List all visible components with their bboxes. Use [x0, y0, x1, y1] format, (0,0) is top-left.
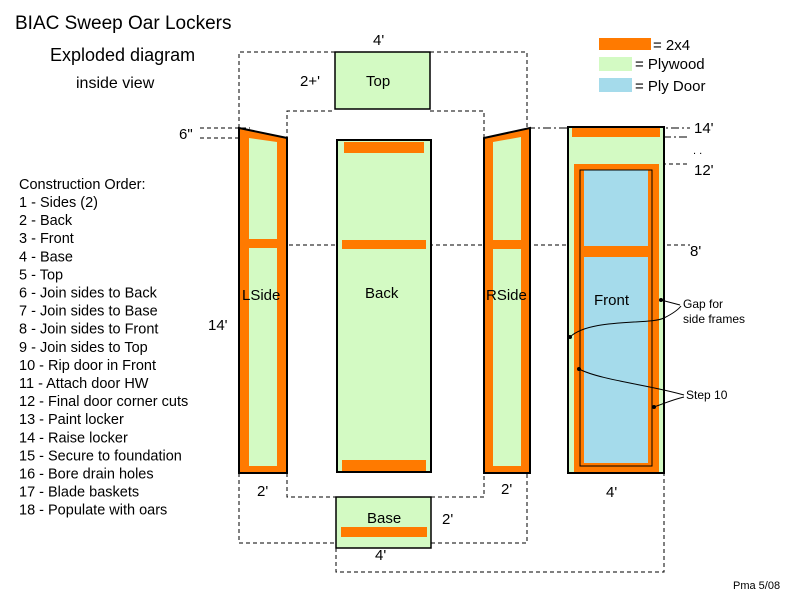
dim-front-8: 8' — [690, 243, 701, 260]
front-panel: Front — [567, 126, 665, 474]
back-panel-label: Back — [365, 285, 399, 302]
step10-annotation: Step 10 — [577, 367, 728, 409]
rside-panel-label: RSide — [486, 287, 527, 304]
construction-step: 9 - Join sides to Top — [19, 340, 148, 356]
legend-label-plywood: = Plywood — [635, 56, 705, 73]
diagram-subtitle: Exploded diagram — [50, 45, 195, 65]
legend: = 2x4 = Plywood = Ply Door — [599, 37, 705, 95]
back-panel: Back — [336, 139, 432, 473]
legend-label-2x4: = 2x4 — [653, 37, 690, 54]
legend-label-ply-door: = Ply Door — [635, 78, 705, 95]
diagram-title: BIAC Sweep Oar Lockers — [15, 13, 231, 34]
construction-step: 10 - Rip door in Front — [19, 358, 156, 374]
construction-step: 5 - Top — [19, 267, 63, 283]
lside-panel: LSide — [238, 126, 288, 474]
dots-marker: . . — [693, 145, 702, 157]
construction-order: Construction Order: 1 - Sides (2) 2 - Bac… — [19, 177, 188, 519]
construction-step: 13 - Paint locker — [19, 412, 124, 428]
base-panel-label: Base — [367, 510, 401, 527]
gap-label-line1: Gap for — [683, 297, 723, 311]
dim-side-slope: 6" — [179, 126, 193, 143]
front-panel-label: Front — [594, 292, 630, 309]
construction-step: 17 - Blade baskets — [19, 485, 139, 501]
construction-step: 8 - Join sides to Front — [19, 322, 158, 338]
legend-swatch-ply-door — [599, 78, 632, 92]
construction-step: 15 - Secure to foundation — [19, 448, 182, 464]
base-panel: Base — [335, 496, 432, 549]
construction-steps: 1 - Sides (2) 2 - Back 3 - Front 4 - Base 5 … — [19, 195, 188, 519]
dim-front-14: 14' — [694, 120, 714, 137]
dim-rside-width: 2' — [501, 481, 512, 498]
construction-step: 14 - Raise locker — [19, 430, 128, 446]
step10-label: Step 10 — [686, 388, 728, 402]
construction-step: 7 - Join sides to Base — [19, 304, 158, 320]
construction-step: 18 - Populate with oars — [19, 503, 167, 519]
dim-lside-width: 2' — [257, 483, 268, 500]
construction-step: 2 - Back — [19, 213, 73, 229]
construction-step: 16 - Bore drain holes — [19, 467, 154, 483]
dim-height: 14' — [208, 317, 228, 334]
signature: Pma 5/08 — [733, 580, 780, 592]
dim-base-depth: 2' — [442, 511, 453, 528]
dim-top-depth: 2+' — [300, 73, 320, 90]
diagram-subtitle-view: inside view — [76, 75, 155, 92]
top-panel: Top — [334, 51, 431, 110]
legend-swatch-2x4 — [599, 38, 651, 50]
construction-step: 1 - Sides (2) — [19, 195, 98, 211]
top-panel-label: Top — [366, 73, 390, 90]
dim-top-width: 4' — [373, 32, 384, 49]
legend-swatch-plywood — [599, 57, 632, 71]
construction-step: 4 - Base — [19, 249, 73, 265]
rside-panel: RSide — [483, 126, 531, 474]
dim-front-12: 12' — [694, 162, 714, 179]
dim-front-width: 4' — [606, 484, 617, 501]
dim-base-width: 4' — [375, 547, 386, 564]
lside-panel-label: LSide — [242, 287, 280, 304]
construction-step: 12 - Final door corner cuts — [19, 394, 188, 410]
construction-step: 3 - Front — [19, 231, 74, 247]
construction-step: 6 - Join sides to Back — [19, 286, 158, 302]
gap-annotation: Gap for side frames — [568, 297, 745, 339]
gap-label-line2: side frames — [683, 312, 745, 326]
construction-step: 11 - Attach door HW — [19, 376, 149, 392]
construction-heading: Construction Order: — [19, 177, 146, 193]
